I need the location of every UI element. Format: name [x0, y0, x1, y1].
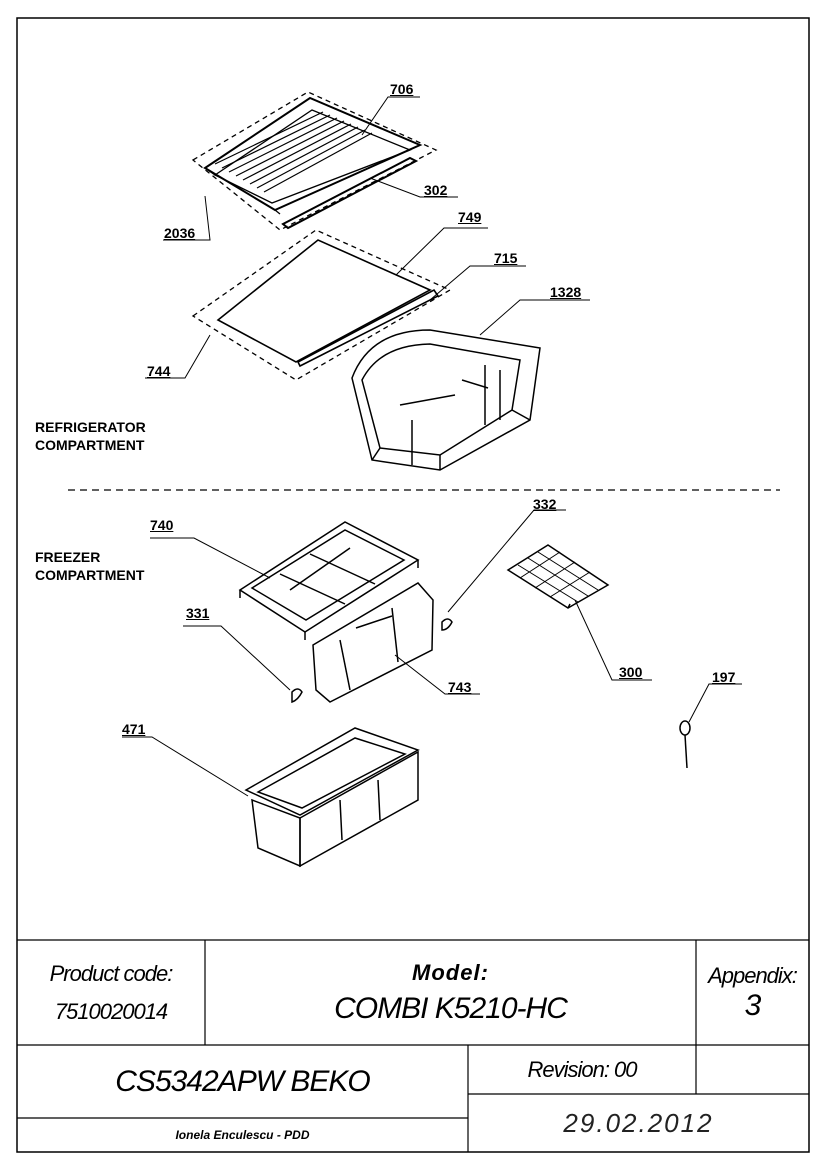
- date-cell: 29.02.2012: [468, 1094, 809, 1152]
- part-label-740: 740: [150, 517, 174, 533]
- title-block-grid: [17, 939, 809, 1152]
- refrigerator-line-2: COMPARTMENT: [35, 437, 145, 453]
- part-label-706: 706: [390, 81, 414, 97]
- appendix-cell: Appendix: 3: [696, 940, 809, 1045]
- date: 29.02.2012: [563, 1107, 714, 1138]
- freezer-tray-part: [238, 521, 420, 640]
- part-label-743: 743: [448, 679, 472, 695]
- freezer-line-2: COMPARTMENT: [35, 567, 145, 583]
- leader-lines-top: [145, 96, 590, 379]
- part-label-331: 331: [186, 605, 210, 621]
- sheet-frame: [16, 17, 810, 1153]
- part-label-471: 471: [122, 721, 146, 737]
- product-name: CS5342APW BEKO: [115, 1064, 370, 1098]
- model-label: Model:: [412, 959, 489, 985]
- door-bin-part: [351, 329, 541, 471]
- freezer-section-label: FREEZER COMPARTMENT: [35, 548, 144, 584]
- part-label-300: 300: [619, 664, 643, 680]
- wire-shelf-part: [191, 91, 438, 231]
- freezer-line-1: FREEZER: [35, 549, 101, 565]
- author: Ionela Enculescu - PDD: [175, 1128, 310, 1142]
- product-code-value: 7510020014: [54, 998, 168, 1024]
- model-value: COMBI K5210-HC: [334, 991, 568, 1025]
- refrigerator-section-label: REFRIGERATOR COMPARTMENT: [35, 418, 146, 454]
- appendix-label: Appendix:: [708, 962, 798, 988]
- part-label-332: 332: [533, 496, 557, 512]
- part-label-302: 302: [424, 182, 448, 198]
- part-label-749: 749: [458, 209, 482, 225]
- author-cell: Ionela Enculescu - PDD: [17, 1118, 468, 1152]
- refrigerator-line-1: REFRIGERATOR: [35, 419, 146, 435]
- shelf-trim-strip: [281, 156, 419, 230]
- revision: Revision: 00: [527, 1056, 637, 1082]
- part-label-197: 197: [712, 669, 736, 685]
- key-part: [679, 720, 691, 769]
- freezer-flap-part: [312, 582, 434, 703]
- appendix-value: 3: [744, 988, 762, 1022]
- part-label-744: 744: [147, 363, 171, 379]
- product-code-cell: Product code: 7510020014: [17, 940, 205, 1045]
- revision-cell: Revision: 00: [468, 1045, 696, 1094]
- product-name-cell: CS5342APW BEKO: [17, 1045, 468, 1118]
- part-label-715: 715: [494, 250, 518, 266]
- leader-lines-bottom: [122, 509, 742, 797]
- clip-parts: [291, 618, 453, 704]
- product-code-label: Product code:: [49, 960, 174, 986]
- ice-tray-part: [506, 544, 610, 609]
- glass-shelf-part: [191, 229, 452, 381]
- part-label-1328: 1328: [550, 284, 582, 300]
- freezer-drawer-part: [244, 727, 420, 868]
- model-cell: Model: COMBI K5210-HC: [205, 940, 696, 1045]
- part-label-2036: 2036: [164, 225, 196, 241]
